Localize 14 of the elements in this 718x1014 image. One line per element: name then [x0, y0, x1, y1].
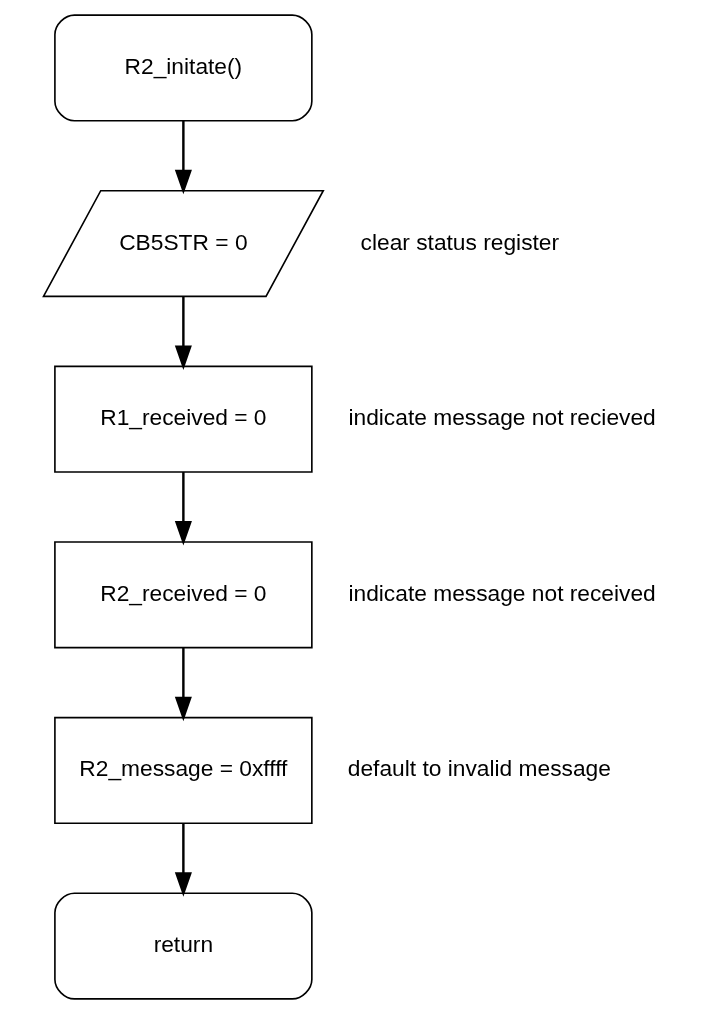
node-box: R2_initate() [54, 14, 313, 122]
node-label: clear status register [360, 228, 560, 255]
arrow [174, 296, 192, 370]
node-label: default to invalid message [347, 755, 611, 782]
node-box: R1_received = 0 [54, 365, 313, 473]
node-label: indicate message not recieved [348, 404, 656, 431]
node-box: R2_message = 0xffff [54, 716, 313, 825]
arrow [174, 120, 192, 195]
arrow [174, 472, 192, 546]
arrow [174, 823, 192, 897]
arrow [174, 647, 192, 722]
node-label: indicate message not received [348, 579, 656, 606]
node-box: R2_received = 0 [54, 541, 313, 649]
node-box: return [54, 892, 313, 1000]
